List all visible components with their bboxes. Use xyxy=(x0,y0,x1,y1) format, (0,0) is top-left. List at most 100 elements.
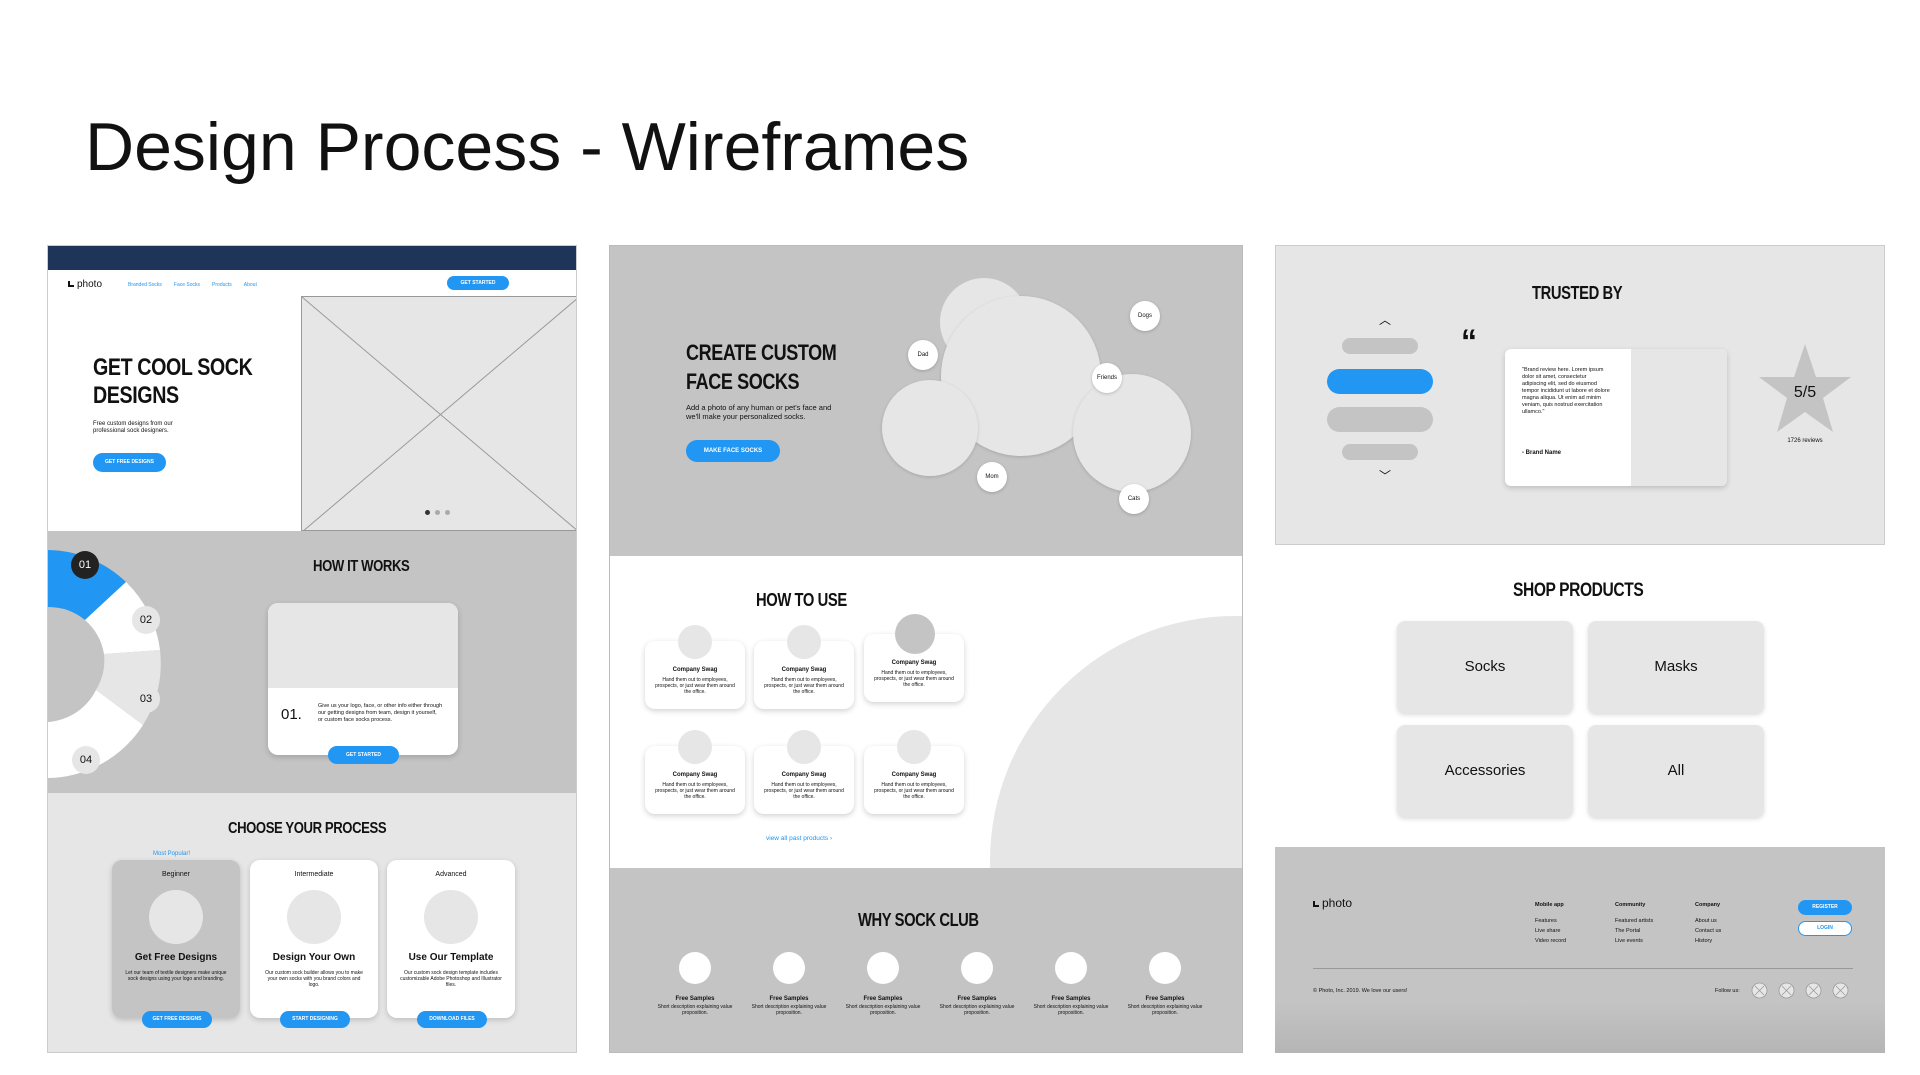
bubble-label-cats[interactable]: Cats xyxy=(1119,484,1149,514)
option-name: Design Your Own xyxy=(272,952,356,963)
get-started-button[interactable]: GET STARTED xyxy=(447,276,509,290)
option-card-advanced[interactable]: Advanced Use Our Template Our custom soc… xyxy=(387,860,515,1018)
card-description: Hand them out to employees, prospects, o… xyxy=(764,782,844,800)
image-placeholder xyxy=(301,296,576,533)
rating-value: 5/5 xyxy=(1793,384,1817,401)
review-text: "Brand review here. Lorem ipsum dolor si… xyxy=(1522,367,1610,415)
footer-link[interactable]: Features xyxy=(1535,918,1557,924)
footer xyxy=(1275,847,1885,1053)
bubble-label-dad[interactable]: Dad xyxy=(908,340,938,370)
step-card-image xyxy=(268,603,458,688)
feature-icon xyxy=(679,952,711,984)
logo[interactable]: photo xyxy=(68,279,102,290)
option-description: Our custom sock design template includes… xyxy=(400,970,502,988)
make-face-socks-button[interactable]: MAKE FACE SOCKS xyxy=(686,440,780,462)
footer-link[interactable]: Featured artists xyxy=(1615,918,1654,924)
product-tile-socks[interactable]: Socks xyxy=(1397,621,1573,713)
option-name: Use Our Template xyxy=(408,952,494,963)
nav-item-products[interactable]: Products xyxy=(212,282,232,288)
step-04[interactable]: 04 xyxy=(72,746,100,774)
social-icons xyxy=(1751,982,1849,999)
logo-icon xyxy=(1313,901,1319,907)
product-tile-masks[interactable]: Masks xyxy=(1588,621,1764,713)
social-icon[interactable] xyxy=(1805,982,1822,999)
login-button[interactable]: LOGIN xyxy=(1798,921,1852,936)
option-description: Our custom sock builder allows you to ma… xyxy=(265,970,363,988)
start-designing-button[interactable]: START DESIGNING xyxy=(280,1011,350,1028)
footer-link[interactable]: About us xyxy=(1695,918,1717,924)
bubble-label-dogs[interactable]: Dogs xyxy=(1130,301,1160,331)
feature-icon xyxy=(961,952,993,984)
social-icon[interactable] xyxy=(1751,982,1768,999)
card-image xyxy=(678,730,712,764)
photo-bubble xyxy=(882,380,978,476)
card-image xyxy=(787,625,821,659)
product-card[interactable]: Company Swag Hand them out to employees,… xyxy=(645,746,745,814)
product-card[interactable]: Company Swag Hand them out to employees,… xyxy=(864,634,964,702)
footer-link[interactable]: History xyxy=(1695,938,1713,944)
hero-cta-button[interactable]: GET FREE DESIGNS xyxy=(93,453,166,472)
view-all-products-link[interactable]: view all past products › xyxy=(766,835,833,842)
product-tile-accessories[interactable]: Accessories xyxy=(1397,725,1573,817)
footer-col-mobile: Mobile app Features Live share Video rec… xyxy=(1535,900,1619,946)
card-title: Company Swag xyxy=(781,667,827,673)
card-title: Company Swag xyxy=(891,772,937,778)
wireframe-shop: TRUSTED BY ︿ ﹀ “ "Brand review here. Lor… xyxy=(1275,245,1885,1053)
how-it-works-title: HOW IT WORKS xyxy=(313,558,410,575)
review-image xyxy=(1631,349,1727,486)
why-section xyxy=(610,868,1242,1052)
copyright: © Photo, Inc. 2019. We love our users! xyxy=(1313,988,1408,994)
option-description: Let our team of textile designers make u… xyxy=(125,970,227,982)
step-02[interactable]: 02 xyxy=(132,606,160,634)
bubble-label-friends[interactable]: Friends xyxy=(1092,363,1122,393)
star-icon xyxy=(1759,344,1851,432)
footer-link[interactable]: The Portal xyxy=(1615,928,1641,934)
card-title: Company Swag xyxy=(891,660,937,666)
nav-item-face-socks[interactable]: Face Socks xyxy=(173,282,201,288)
social-icon[interactable] xyxy=(1832,982,1849,999)
card-description: Hand them out to employees, prospects, o… xyxy=(655,677,735,695)
brand-slider-item-active[interactable] xyxy=(1327,369,1433,394)
option-name: Get Free Designs xyxy=(134,952,218,963)
choose-process-title: CHOOSE YOUR PROCESS xyxy=(228,820,387,837)
option-card-intermediate[interactable]: Intermediate Design Your Own Our custom … xyxy=(250,860,378,1018)
step-01[interactable]: 01 xyxy=(71,551,99,579)
brand-slider-item[interactable] xyxy=(1342,338,1418,354)
brand-slider-item[interactable] xyxy=(1342,444,1418,460)
step-03[interactable]: 03 xyxy=(132,685,160,713)
download-files-button[interactable]: DOWNLOAD FILES xyxy=(417,1011,487,1028)
chevron-down-icon[interactable]: ﹀ xyxy=(1379,469,1392,483)
steps-wheel xyxy=(48,550,161,778)
bubble-label-mom[interactable]: Mom xyxy=(977,462,1007,492)
trusted-title: TRUSTED BY xyxy=(1532,283,1623,303)
nav-item-branded-socks[interactable]: Branded Socks xyxy=(128,282,162,288)
get-free-designs-button[interactable]: GET FREE DESIGNS xyxy=(142,1011,212,1028)
how-to-use-title: HOW TO USE xyxy=(756,590,847,610)
footer-link[interactable]: Live events xyxy=(1615,938,1643,944)
footer-link[interactable]: Live share xyxy=(1535,928,1561,934)
product-card[interactable]: Company Swag Hand them out to employees,… xyxy=(754,746,854,814)
step-cta-button[interactable]: GET STARTED xyxy=(328,746,399,764)
nav-item-about[interactable]: About xyxy=(243,282,257,288)
feature-icon xyxy=(1055,952,1087,984)
chevron-up-icon[interactable]: ︿ xyxy=(1379,313,1392,327)
social-icon[interactable] xyxy=(1778,982,1795,999)
footer-link[interactable]: Video record xyxy=(1535,938,1567,944)
option-card-beginner[interactable]: Beginner Get Free Designs Let our team o… xyxy=(112,860,240,1018)
follow-label: Follow us: xyxy=(1715,988,1740,994)
carousel-dots[interactable] xyxy=(425,510,450,515)
photo-bubble xyxy=(1073,374,1191,492)
register-button[interactable]: REGISTER xyxy=(1798,900,1852,915)
step-description: Give us your logo, face, or other info e… xyxy=(318,703,443,723)
footer-logo[interactable]: photo xyxy=(1313,896,1352,910)
footer-link[interactable]: Contact us xyxy=(1695,928,1722,934)
card-image xyxy=(895,614,935,654)
brand-slider-item[interactable] xyxy=(1327,407,1433,432)
logo-text: photo xyxy=(77,279,103,290)
product-tile-all[interactable]: All xyxy=(1588,725,1764,817)
